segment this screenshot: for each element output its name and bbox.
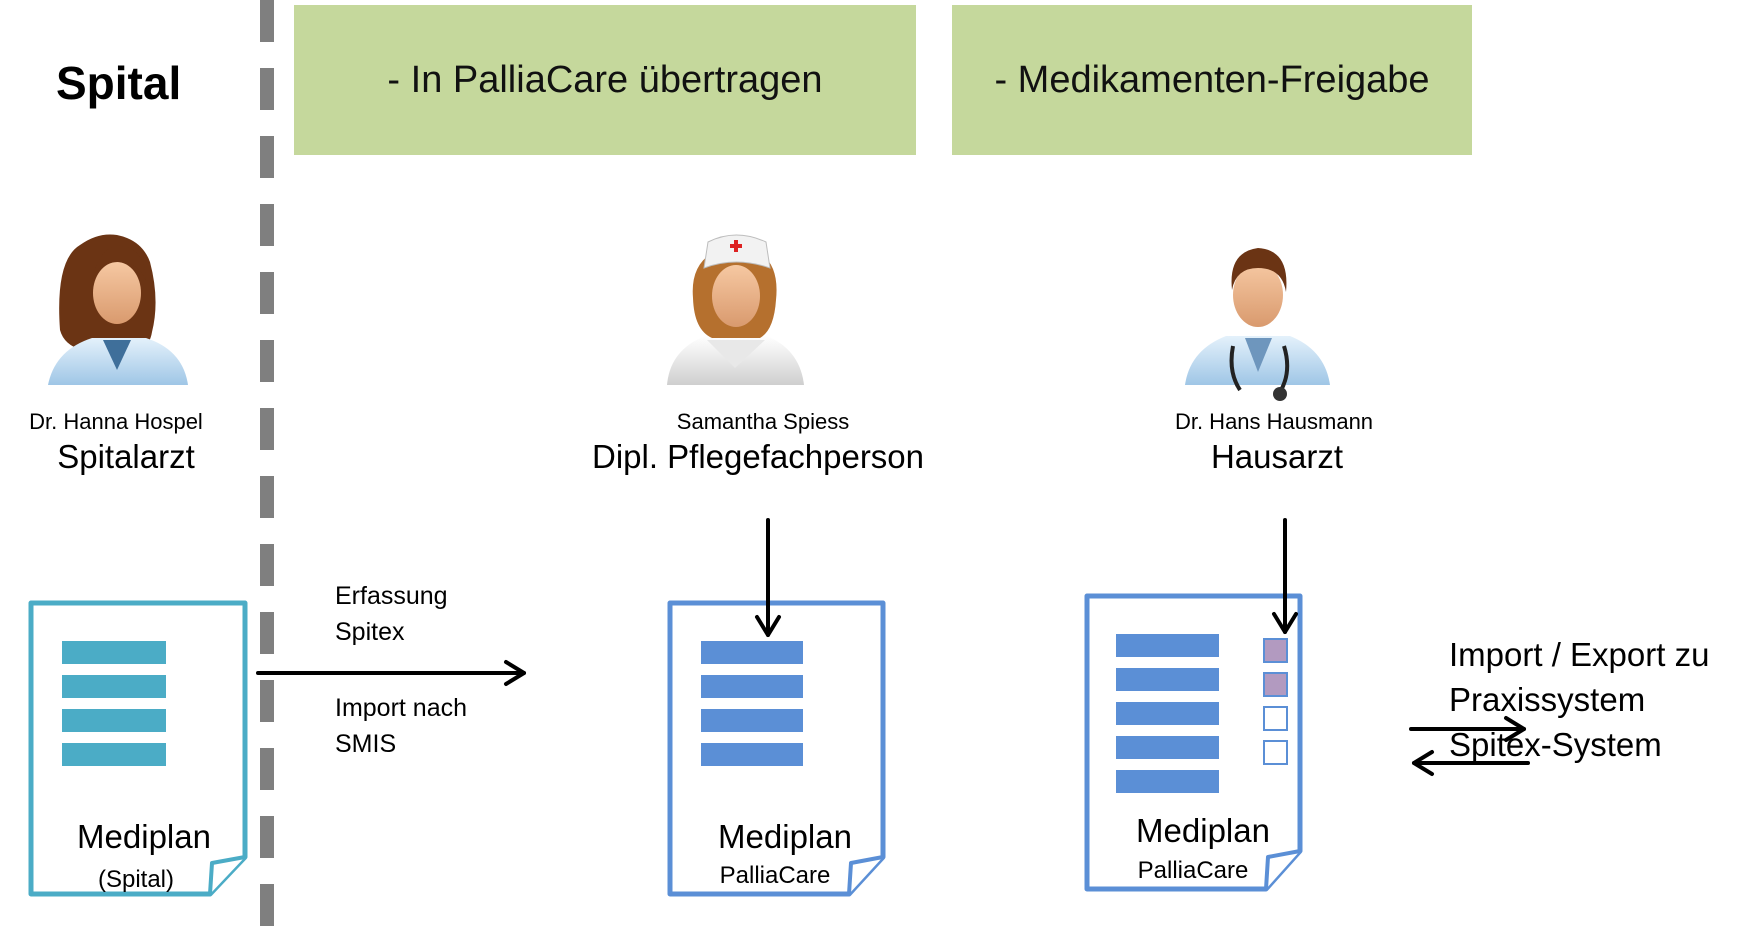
- person-name-nurse: Samantha Spiess: [676, 409, 850, 434]
- document-subtitle: PalliaCare: [1137, 857, 1249, 884]
- female-doctor-icon: [48, 234, 188, 385]
- arrow-right-icon: [256, 660, 526, 686]
- person-name-spitalarzt: Dr. Hanna Hospel: [29, 409, 203, 434]
- person-role-hausarzt: Hausarzt: [1210, 438, 1344, 475]
- checkbox-checked-icon: [1263, 638, 1288, 663]
- person-role-spitalarzt: Spitalarzt: [57, 438, 195, 475]
- transfer-note-line: Import nach: [335, 694, 468, 722]
- arrow-down-icon: [755, 518, 781, 637]
- document-title: Mediplan: [718, 818, 852, 855]
- import-export-label: Import / Export zu Praxissystem Spitex-S…: [1449, 632, 1709, 767]
- document-title: Mediplan: [77, 818, 211, 855]
- person-role-nurse: Dipl. Pflegefachperson: [591, 438, 925, 475]
- transfer-note-line: Erfassung: [335, 582, 448, 610]
- import-export-line: Import / Export zu: [1449, 636, 1710, 673]
- transfer-note-top: Erfassung Spitex: [335, 578, 448, 650]
- document-title: Mediplan: [1136, 812, 1270, 849]
- arrow-right-icon: [1409, 716, 1526, 742]
- arrow-left-icon: [1412, 750, 1530, 776]
- checkbox-empty-icon: [1263, 706, 1288, 731]
- import-export-line: Spitex-System: [1449, 726, 1662, 763]
- document-subtitle: PalliaCare: [719, 862, 831, 889]
- import-export-line: Praxissystem: [1449, 681, 1646, 718]
- document-palliacare-doctor: [1084, 593, 1303, 892]
- transfer-note-line: SMIS: [335, 730, 397, 758]
- section-divider: [260, 0, 274, 945]
- transfer-note-line: Spitex: [335, 618, 405, 646]
- stage-box-approval: - Medikamenten-Freigabe: [952, 5, 1472, 155]
- document-subtitle: (Spital): [97, 866, 175, 893]
- checkbox-checked-icon: [1263, 672, 1288, 697]
- transfer-note-bottom: Import nach SMIS: [335, 690, 467, 762]
- document-spital: [28, 600, 248, 897]
- section-title: Spital: [56, 57, 182, 109]
- nurse-icon: [667, 234, 804, 385]
- stage-label: - Medikamenten-Freigabe: [994, 58, 1430, 101]
- stage-label: - In PalliaCare übertragen: [387, 58, 823, 101]
- person-name-hausarzt: Dr. Hans Hausmann: [1174, 409, 1374, 434]
- stage-box-transfer: - In PalliaCare übertragen: [294, 5, 916, 155]
- document-palliacare-nurse: [667, 600, 886, 897]
- male-doctor-icon: [1185, 248, 1330, 401]
- arrow-down-icon: [1272, 518, 1298, 634]
- checkbox-empty-icon: [1263, 740, 1288, 765]
